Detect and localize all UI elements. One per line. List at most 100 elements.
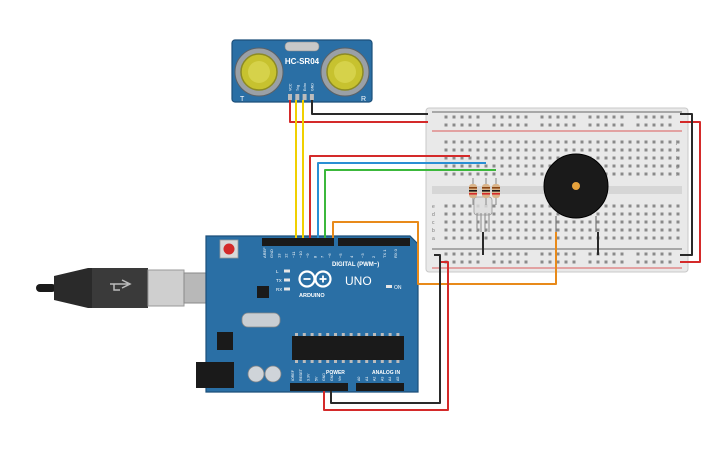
breadboard-hole	[596, 115, 600, 119]
breadboard-hole	[524, 115, 528, 119]
brand-label: ARDUINO	[299, 293, 325, 299]
breadboard-hole	[596, 212, 600, 216]
wire-power-5v	[323, 261, 449, 411]
breadboard-hole	[468, 148, 472, 152]
breadboard-hole	[572, 236, 576, 240]
wire-power-gnd	[330, 254, 441, 404]
breadboard-hole	[572, 252, 576, 256]
breadboard-hole	[460, 220, 464, 224]
chip-pin	[365, 333, 369, 336]
usb-plug	[92, 268, 148, 308]
breadboard-hole	[548, 260, 552, 264]
breadboard-row-label: e	[432, 204, 435, 210]
breadboard-hole	[532, 172, 536, 176]
chip-pin	[302, 333, 306, 336]
breadboard-hole	[444, 212, 448, 216]
breadboard-row-label: j	[675, 140, 677, 146]
wire-rail-right-black	[680, 113, 693, 256]
breadboard-hole	[636, 252, 640, 256]
resistor-3	[492, 178, 500, 205]
arduino-logo	[298, 270, 332, 288]
breadboard-hole	[452, 148, 456, 152]
breadboard-hole	[476, 260, 480, 264]
breadboard-hole	[500, 148, 504, 152]
breadboard-hole	[532, 140, 536, 144]
breadboard-hole	[460, 204, 464, 208]
breadboard-hole	[516, 115, 520, 119]
breadboard-hole	[564, 115, 568, 119]
breadboard-hole	[604, 212, 608, 216]
status-led-label: L	[276, 269, 279, 274]
breadboard-hole	[500, 172, 504, 176]
breadboard-hole	[540, 156, 544, 160]
breadboard-hole	[548, 164, 552, 168]
breadboard-hole	[644, 220, 648, 224]
breadboard-hole	[564, 260, 568, 264]
breadboard-hole	[668, 172, 672, 176]
breadboard-hole	[580, 148, 584, 152]
breadboard-hole	[556, 156, 560, 160]
breadboard-hole	[492, 115, 496, 119]
usb-icon	[110, 279, 132, 291]
wire-rail-right-red	[680, 121, 701, 263]
breadboard-hole	[492, 148, 496, 152]
breadboard-hole	[484, 156, 488, 160]
breadboard-hole	[652, 156, 656, 160]
chip-pin	[295, 360, 298, 363]
breadboard-hole	[508, 156, 512, 160]
breadboard-hole	[628, 220, 632, 224]
breadboard-hole	[492, 156, 496, 160]
status-led	[284, 269, 290, 273]
breadboard-hole	[636, 212, 640, 216]
breadboard-hole	[548, 123, 552, 127]
breadboard-hole	[460, 172, 464, 176]
power-jack	[196, 362, 234, 388]
breadboard-hole	[620, 164, 624, 168]
breadboard-hole	[668, 236, 672, 240]
breadboard-hole	[540, 164, 544, 168]
breadboard-hole	[468, 156, 472, 160]
breadboard-hole	[556, 123, 560, 127]
breadboard-hole	[556, 212, 560, 216]
sensor-pin	[309, 94, 314, 100]
sensor-pin-label: Trig	[296, 85, 300, 91]
breadboard-hole	[636, 164, 640, 168]
reset-button-cap[interactable]	[223, 243, 235, 255]
breadboard-hole	[476, 164, 480, 168]
breadboard-hole	[596, 156, 600, 160]
breadboard-hole	[556, 228, 560, 232]
breadboard-hole	[604, 123, 608, 127]
breadboard-hole	[460, 252, 464, 256]
breadboard-hole	[588, 148, 592, 152]
breadboard-hole	[660, 156, 664, 160]
breadboard-hole	[620, 140, 624, 144]
power-header	[290, 383, 348, 391]
breadboard-hole	[532, 204, 536, 208]
sensor-r-mark: R	[361, 96, 366, 103]
status-led-label: TX	[276, 278, 282, 283]
breadboard-hole	[668, 115, 672, 119]
breadboard-row-label: c	[432, 220, 435, 226]
breadboard-hole	[596, 260, 600, 264]
breadboard-hole	[588, 140, 592, 144]
breadboard-hole	[508, 228, 512, 232]
breadboard-hole	[652, 204, 656, 208]
breadboard-hole	[492, 260, 496, 264]
usb-chip	[257, 286, 269, 298]
digital-pin-label: TX 1	[382, 249, 387, 258]
breadboard-hole	[596, 148, 600, 152]
breadboard-hole	[620, 115, 624, 119]
breadboard-hole	[508, 123, 512, 127]
breadboard-hole	[524, 140, 528, 144]
breadboard-hole	[604, 148, 608, 152]
breadboard-row-label: h	[676, 156, 679, 162]
breadboard-hole	[468, 236, 472, 240]
digital-pin-label: GND	[269, 249, 274, 258]
breadboard-hole	[620, 148, 624, 152]
breadboard-row-label: b	[432, 228, 435, 234]
breadboard-hole	[668, 148, 672, 152]
chip-pin	[373, 360, 376, 363]
breadboard-hole	[460, 123, 464, 127]
breadboard-hole	[476, 156, 480, 160]
